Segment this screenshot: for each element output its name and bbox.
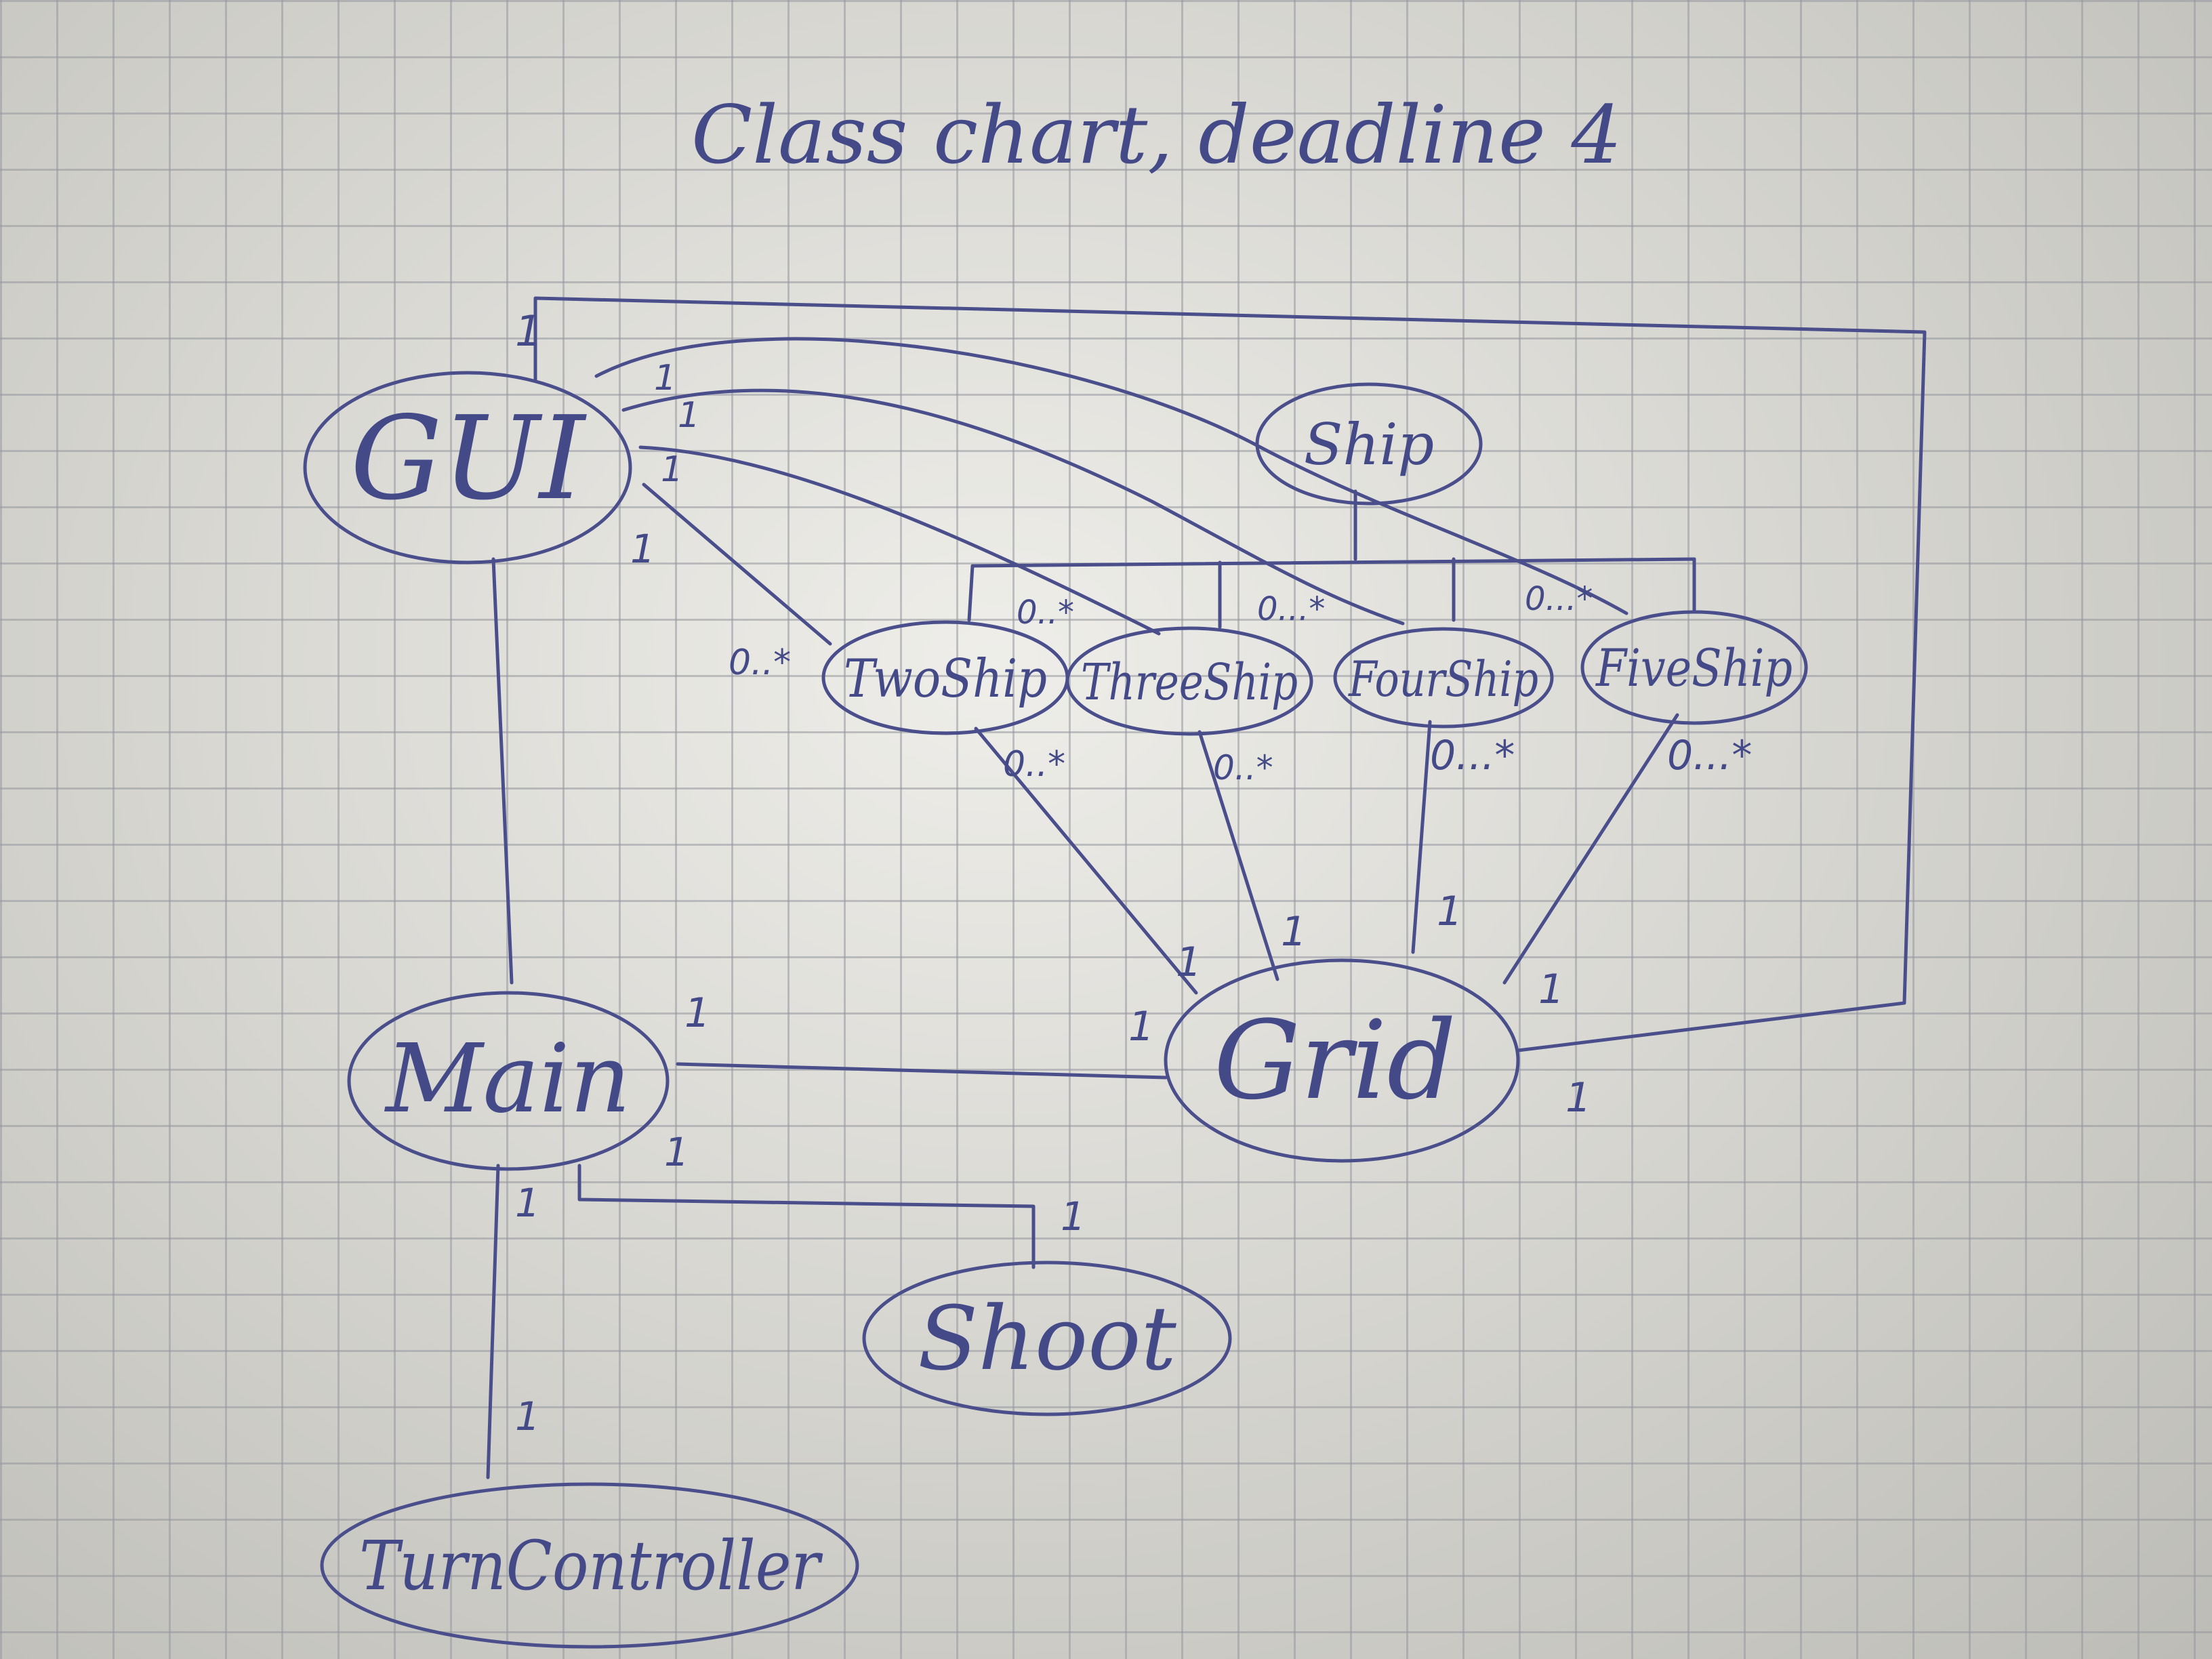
multiplicity-label: 0...*: [1257, 590, 1325, 628]
main-grid-connector: [676, 1062, 1168, 1080]
multiplicity-label: 0..*: [1017, 594, 1074, 632]
multiplicity-label: 0...*: [1525, 580, 1593, 618]
grid-label: Grid: [1214, 997, 1456, 1124]
shoot-label: Shoot: [918, 1287, 1176, 1390]
class-twoship: TwoShip: [821, 620, 1069, 735]
ship-ellipse: [1255, 382, 1483, 506]
gui-twoship-connector: [642, 483, 832, 646]
multiplicity-label: 1: [630, 526, 655, 572]
multiplicity-label: 1: [664, 1129, 689, 1175]
multiplicity-label: 0..*: [1003, 744, 1065, 785]
gui-fourship-connector: [621, 388, 1405, 626]
multiplicity-label: 1: [515, 1180, 540, 1226]
threeship-grid-connector: [1197, 730, 1279, 981]
turncontroller-ellipse: [320, 1482, 859, 1649]
class-turncontroller: TurnController: [320, 1482, 859, 1649]
class-fourship: FourShip: [1333, 627, 1554, 729]
shoot-ellipse: [862, 1261, 1232, 1416]
fiveship-ellipse: [1580, 610, 1808, 725]
class-shoot: Shoot: [862, 1261, 1232, 1416]
class-grid: Grid: [1164, 958, 1520, 1163]
ship-to-twoship-branch: [967, 564, 975, 622]
multiplicity-label: 0..*: [1213, 748, 1273, 787]
multiplicity-label: 0...*: [1667, 732, 1752, 779]
diagram-title: Class chart, deadline 4: [691, 88, 1622, 182]
class-threeship: ThreeShip: [1065, 626, 1313, 736]
multiplicity-label: 0...*: [1430, 732, 1515, 779]
main-turncontroller-connector: [486, 1164, 500, 1479]
multiplicity-label: 1: [684, 989, 710, 1037]
fourship-grid-connector: [1411, 720, 1432, 954]
turncontroller-label: TurnController: [359, 1526, 823, 1605]
multiplicity-label: 1: [1565, 1074, 1591, 1122]
multiplicity-label: 1: [678, 395, 700, 436]
multiplicity-label: 1: [515, 306, 541, 356]
gui-threeship-connector: [638, 445, 1161, 636]
multiplicity-label: 1: [1128, 1003, 1154, 1050]
threeship-ellipse: [1065, 626, 1313, 736]
class-main: Main: [347, 991, 670, 1171]
fourship-label: FourShip: [1347, 651, 1538, 708]
class-gui: GUI: [303, 371, 632, 565]
multiplicity-label: 1: [654, 358, 676, 398]
ship-label: Ship: [1304, 411, 1434, 478]
gui-fiveship-connector: [594, 337, 1629, 615]
threeship-label: ThreeShip: [1081, 653, 1298, 712]
fourship-ellipse: [1333, 627, 1554, 729]
twoship-grid-connector: [974, 726, 1198, 995]
class-fiveship: FiveShip: [1580, 610, 1808, 725]
grid-ellipse: [1164, 958, 1520, 1163]
main-ellipse: [347, 991, 670, 1171]
class-ship: Ship: [1255, 382, 1483, 506]
multiplicity-label: 0..*: [729, 642, 791, 683]
twoship-label: TwoShip: [844, 649, 1047, 710]
multiplicity-label: 1: [1437, 888, 1462, 935]
main-label: Main: [384, 1024, 631, 1134]
main-shoot-connector: [577, 1164, 1036, 1269]
gui-main-connector: [491, 557, 514, 985]
fiveship-grid-connector: [1502, 713, 1679, 985]
ship-inheritance-bus: [970, 557, 1696, 568]
multiplicity-label: 1: [661, 449, 683, 490]
multiplicity-label: 1: [1538, 966, 1564, 1013]
gui-ellipse: [303, 371, 632, 565]
multiplicity-label: 1: [1281, 908, 1307, 956]
gui-grid-outer-connector: [533, 296, 1927, 1052]
multiplicity-label: 1: [515, 1393, 540, 1439]
multiplicity-label: 1: [1176, 939, 1202, 986]
gui-label: GUI: [350, 392, 587, 526]
multiplicity-label: 1: [1061, 1193, 1086, 1240]
fiveship-label: FiveShip: [1595, 638, 1793, 698]
